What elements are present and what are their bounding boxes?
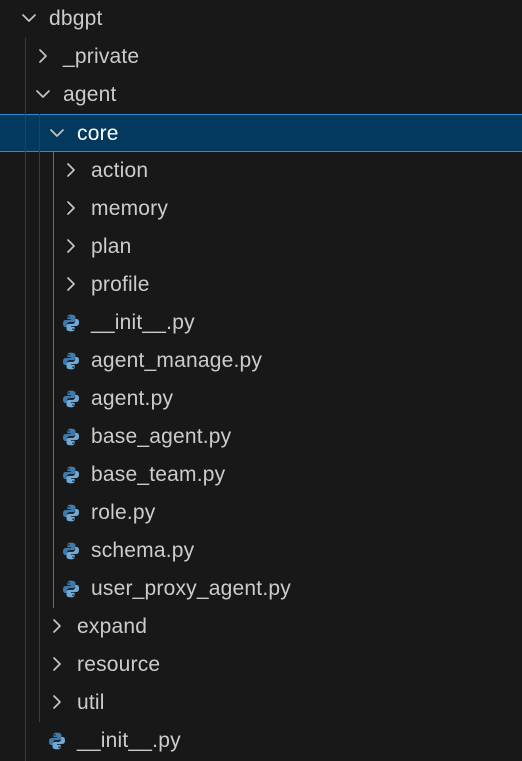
file-row-init-py[interactable]: __init__.py: [0, 304, 522, 342]
folder-row-resource[interactable]: resource: [0, 646, 522, 684]
chevron-right-icon[interactable]: [62, 161, 80, 179]
chevron-down-icon[interactable]: [48, 124, 66, 142]
python-file-icon: [61, 389, 81, 409]
chevron-right-icon[interactable]: [62, 199, 80, 217]
folder-label: resource: [77, 653, 161, 676]
folder-row-expand[interactable]: expand: [0, 608, 522, 646]
python-file-icon: [47, 731, 67, 751]
file-label: __init__.py: [91, 311, 195, 334]
file-row-schema-py[interactable]: schema.py: [0, 532, 522, 570]
file-row-agent-py[interactable]: agent.py: [0, 380, 522, 418]
python-file-icon: [61, 465, 81, 485]
file-label: schema.py: [91, 539, 195, 562]
file-row-role-py[interactable]: role.py: [0, 494, 522, 532]
file-label: user_proxy_agent.py: [91, 577, 291, 600]
file-label: role.py: [91, 501, 156, 524]
python-file-icon: [61, 541, 81, 561]
folder-row-profile[interactable]: profile: [0, 266, 522, 304]
file-label: base_agent.py: [91, 425, 232, 448]
indent-guide: [25, 38, 26, 761]
folder-row-dbgpt[interactable]: dbgpt: [0, 0, 522, 38]
chevron-right-icon[interactable]: [62, 237, 80, 255]
folder-label: profile: [91, 273, 150, 296]
file-row-init-py[interactable]: __init__.py: [0, 722, 522, 760]
indent-guide: [39, 114, 40, 722]
folder-label: plan: [91, 235, 132, 258]
python-file-icon: [61, 351, 81, 371]
chevron-right-icon[interactable]: [48, 617, 66, 635]
python-file-icon: [61, 427, 81, 447]
file-label: __init__.py: [77, 729, 181, 752]
python-file-icon: [61, 503, 81, 523]
file-row-base-team-py[interactable]: base_team.py: [0, 456, 522, 494]
chevron-right-icon[interactable]: [48, 693, 66, 711]
folder-row-core[interactable]: core: [0, 114, 522, 152]
folder-row-util[interactable]: util: [0, 684, 522, 722]
folder-row-agent[interactable]: agent: [0, 76, 522, 114]
folder-label: action: [91, 159, 149, 182]
file-row-user-proxy-agent-py[interactable]: user_proxy_agent.py: [0, 570, 522, 608]
folder-row-plan[interactable]: plan: [0, 228, 522, 266]
chevron-right-icon[interactable]: [48, 655, 66, 673]
folder-label: core: [77, 122, 119, 145]
indent-guide: [53, 152, 54, 608]
folder-label: expand: [77, 615, 148, 638]
file-label: agent.py: [91, 387, 174, 410]
folder-row-memory[interactable]: memory: [0, 190, 522, 228]
chevron-down-icon[interactable]: [34, 85, 52, 103]
chevron-right-icon[interactable]: [62, 275, 80, 293]
folder-label: dbgpt: [49, 7, 103, 30]
file-row-agent-manage-py[interactable]: agent_manage.py: [0, 342, 522, 380]
python-file-icon: [61, 313, 81, 333]
chevron-right-icon[interactable]: [34, 47, 52, 65]
folder-label: agent: [63, 83, 117, 106]
folder-label: _private: [63, 45, 140, 68]
folder-row-action[interactable]: action: [0, 152, 522, 190]
folder-row-private[interactable]: _private: [0, 38, 522, 76]
folder-label: util: [77, 691, 105, 714]
file-label: agent_manage.py: [91, 349, 263, 372]
file-row-base-agent-py[interactable]: base_agent.py: [0, 418, 522, 456]
file-label: base_team.py: [91, 463, 226, 486]
chevron-down-icon[interactable]: [20, 9, 38, 27]
python-file-icon: [61, 579, 81, 599]
folder-label: memory: [91, 197, 169, 220]
